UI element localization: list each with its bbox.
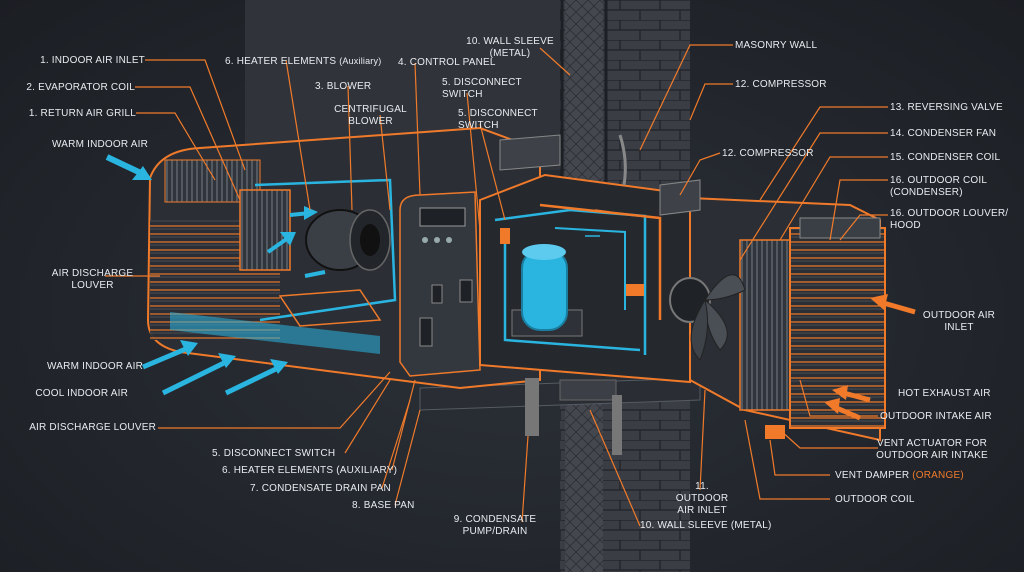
label-control-panel: 4. CONTROL PANEL bbox=[398, 57, 496, 68]
label-condensate-drain-pan: 7. CONDENSATE DRAIN PAN bbox=[250, 483, 391, 494]
label-condenser-fan: 14. CONDENSER FAN bbox=[890, 128, 997, 139]
label-blower: 3. BLOWER bbox=[315, 81, 372, 92]
label-wall-sleeve-bottom: 10. WALL SLEEVE (METAL) bbox=[640, 520, 772, 531]
label-condenser-coil: 15. CONDENSER COIL bbox=[890, 152, 1001, 163]
label-outdoor-louver-hood: 16. OUTDOOR LOUVER/ HOOD bbox=[890, 208, 1009, 231]
label-disconnect-switch-a: 5. DISCONNECT SWITCH bbox=[442, 77, 522, 100]
label-centrifugal-blower: CENTRIFUGAL BLOWER bbox=[334, 104, 407, 127]
label-disconnect-switch-b: 5. DISCONNECT SWITCH bbox=[458, 108, 538, 131]
label-vent-damper-main: VENT DAMPER bbox=[835, 470, 910, 481]
label-hot-exhaust-air: HOT EXHAUST AIR bbox=[898, 388, 991, 399]
label-vent-damper-color: (ORANGE) bbox=[912, 470, 964, 481]
label-heater-elements-bottom: 6. HEATER ELEMENTS (AUXILIARY) bbox=[222, 465, 398, 476]
wall-sleeve-brackets bbox=[499, 134, 701, 455]
label-compressor-mid: 12. COMPRESSOR bbox=[722, 148, 814, 159]
label-cool-indoor-air: COOL INDOOR AIR bbox=[35, 388, 128, 399]
label-compressor-top: 12. COMPRESSOR bbox=[735, 79, 827, 90]
indoor-housing bbox=[146, 126, 541, 390]
label-disconnect-switch-bottom: 5. DISCONNECT SWITCH bbox=[212, 448, 336, 459]
label-warm-indoor-air-top: WARM INDOOR AIR bbox=[52, 139, 148, 150]
label-heater-elements-top-main: 6. HEATER ELEMENTS bbox=[225, 56, 337, 67]
label-heater-elements-top-sub: (Auxiliary) bbox=[339, 56, 382, 66]
label-base-pan: 8. BASE PAN bbox=[352, 500, 415, 511]
label-masonry-wall: MASONRY WALL bbox=[735, 40, 818, 51]
label-reversing-valve: 13. REVERSING VALVE bbox=[890, 102, 1003, 113]
label-indoor-air-inlet: 1. INDOOR AIR INLET bbox=[40, 55, 145, 66]
label-wall-sleeve-top: 10. WALL SLEEVE (METAL) bbox=[466, 36, 554, 59]
label-outdoor-intake-air: OUTDOOR INTAKE AIR bbox=[880, 411, 992, 422]
label-air-discharge-louver-left: AIR DISCHARGE LOUVER bbox=[51, 268, 134, 291]
label-outdoor-air-inlet-right: OUTDOOR AIR INLET bbox=[922, 310, 996, 333]
label-vent-actuator: VENT ACTUATOR FOR OUTDOOR AIR INTAKE bbox=[876, 438, 988, 461]
leader-lines bbox=[105, 44, 888, 527]
label-vent-damper: VENT DAMPER (ORANGE) bbox=[835, 470, 964, 482]
label-air-discharge-louver-bottom: AIR DISCHARGE LOUVER bbox=[29, 422, 156, 433]
label-outdoor-coil-bottom: OUTDOOR COIL bbox=[835, 494, 915, 505]
label-evaporator-coil: 2. EVAPORATOR COIL bbox=[26, 82, 135, 93]
label-return-air-grill: 1. RETURN AIR GRILL bbox=[28, 108, 136, 119]
label-heater-elements-top: 6. HEATER ELEMENTS (Auxiliary) bbox=[225, 55, 381, 68]
airflow-arrows bbox=[105, 154, 916, 421]
label-warm-indoor-air-bottom: WARM INDOOR AIR bbox=[47, 361, 143, 372]
label-outdoor-air-inlet-11: 11. OUTDOOR AIR INLET bbox=[675, 481, 729, 516]
outdoor-section bbox=[669, 196, 886, 442]
label-condensate-pump-drain: 9. CONDENSATE PUMP/DRAIN bbox=[453, 514, 537, 537]
label-outdoor-coil-condenser: 16. OUTDOOR COIL (CONDENSER) bbox=[890, 175, 988, 198]
masonry-wall-lower bbox=[560, 395, 690, 572]
